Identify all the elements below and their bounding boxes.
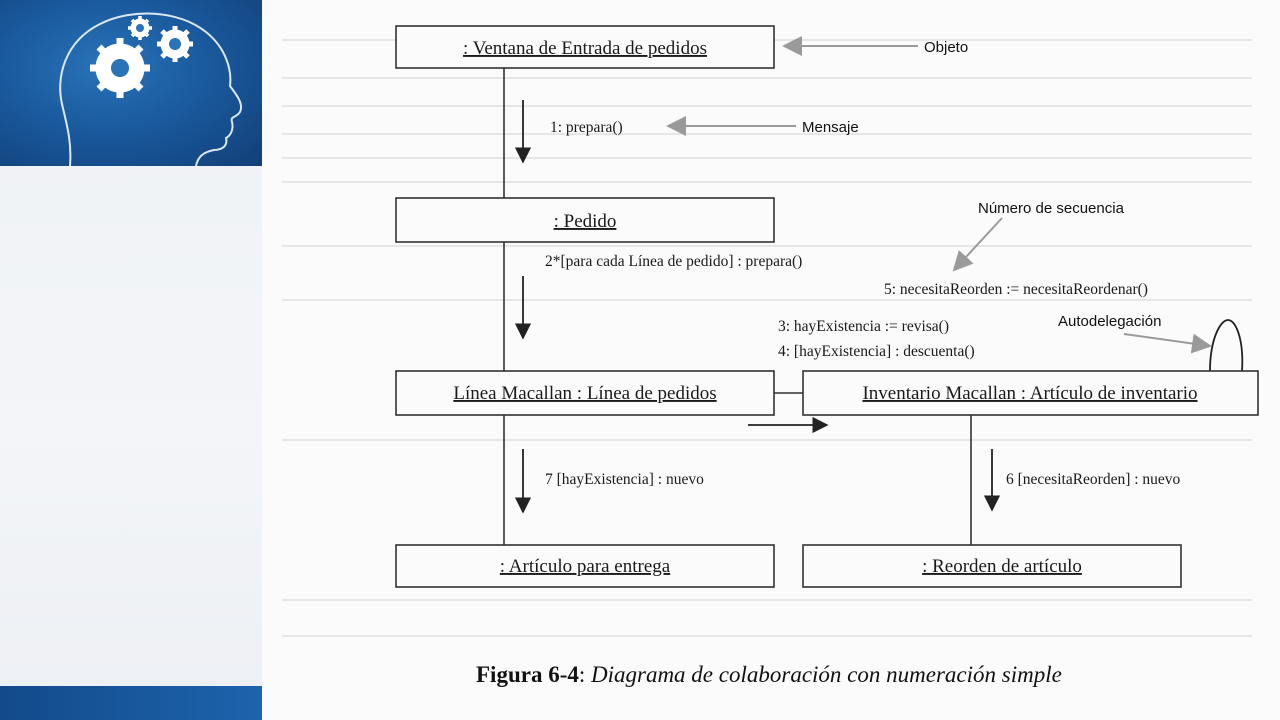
sidebar xyxy=(0,0,262,720)
object-inventario-box xyxy=(802,370,1259,416)
self-delegation-loop xyxy=(1209,319,1244,372)
object-reorden-box xyxy=(802,544,1182,588)
sidebar-footer-bar xyxy=(0,686,262,720)
caption-separator: : xyxy=(578,662,591,687)
annotation-mensaje: Mensaje xyxy=(802,119,859,136)
object-pedido-box xyxy=(395,197,775,243)
annotation-autodelegacion: Autodelegación xyxy=(1058,313,1161,330)
object-ventana-box xyxy=(395,25,775,69)
message-3: 3: hayExistencia := revisa() xyxy=(778,318,949,335)
figure-title: Diagrama de colaboración con numeración … xyxy=(591,662,1062,687)
object-articulo-box xyxy=(395,544,775,588)
message-6: 6 [necesitaReorden] : nuevo xyxy=(1006,471,1181,488)
logo-panel xyxy=(0,0,262,166)
object-reorden: : Reorden de artículo xyxy=(922,556,1082,577)
object-pedido: : Pedido xyxy=(554,211,617,232)
message-4: 4: [hayExistencia] : descuenta() xyxy=(778,343,975,360)
message-7: 7 [hayExistencia] : nuevo xyxy=(545,471,704,488)
object-linea: Línea Macallan : Línea de pedidos xyxy=(453,383,716,404)
head-gears-logo-icon xyxy=(59,12,242,166)
pointer-numero-secuencia xyxy=(952,217,1003,272)
object-linea-box xyxy=(395,370,775,416)
object-inventario: Inventario Macallan : Artículo de invent… xyxy=(862,383,1197,404)
annotation-numero-secuencia: Número de secuencia xyxy=(978,200,1125,217)
object-articulo: : Artículo para entrega xyxy=(500,556,671,577)
figure-number: Figura 6-4 xyxy=(476,662,579,687)
collaboration-diagram: : Ventana de Entrada de pedidos : Pedido… xyxy=(282,25,1259,637)
main-slide-area: : Ventana de Entrada de pedidos : Pedido… xyxy=(262,0,1280,720)
object-ventana: : Ventana de Entrada de pedidos xyxy=(463,38,707,59)
message-5: 5: necesitaReorden := necesitaReordenar(… xyxy=(884,281,1148,298)
annotation-objeto: Objeto xyxy=(924,39,968,56)
figure-caption: Figura 6-4: Diagrama de colaboración con… xyxy=(476,662,1236,688)
link-lines xyxy=(503,68,972,545)
pointer-autodelegacion xyxy=(1123,333,1212,354)
message-1: 1: prepara() xyxy=(550,119,623,136)
message-2: 2*[para cada Línea de pedido] : prepara(… xyxy=(545,253,802,270)
